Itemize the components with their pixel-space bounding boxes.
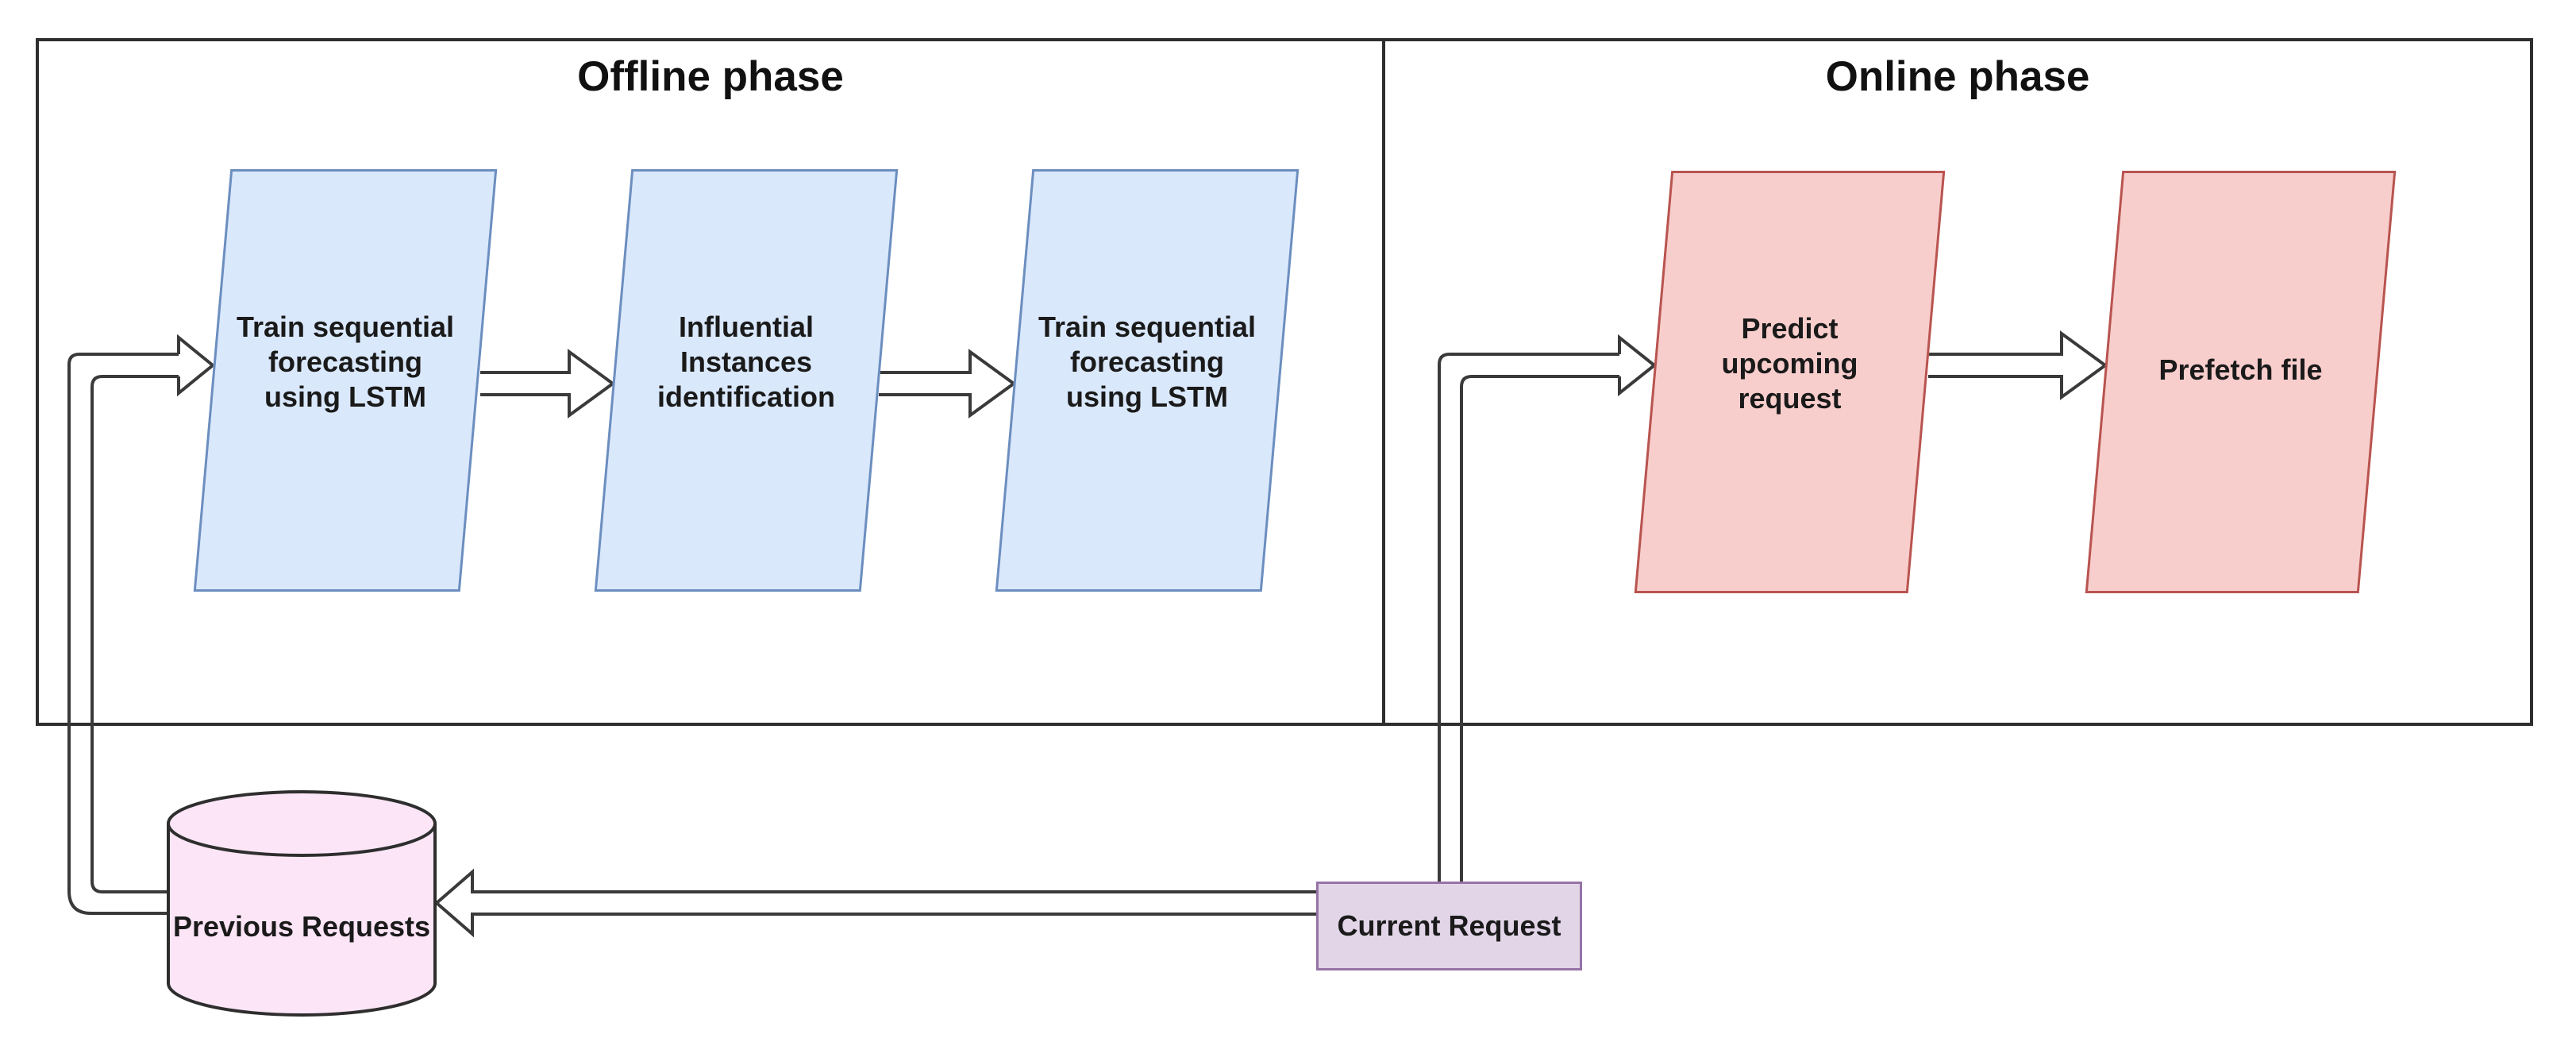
node-train-lstm-1-label: Train sequential forecasting using LSTM bbox=[236, 311, 455, 413]
offline-phase-container bbox=[36, 38, 1385, 726]
node-influential-instances-label: Influential Instances identification bbox=[657, 311, 835, 413]
online-phase-container bbox=[1382, 38, 2533, 726]
pipe-database-to-train1 bbox=[67, 334, 216, 915]
arrow-train1-to-influential bbox=[480, 349, 616, 419]
pipe-database-to-train1-arrowhead bbox=[177, 334, 216, 397]
node-train-lstm-2-label: Train sequential forecasting using LSTM bbox=[1038, 311, 1257, 413]
database-label: Previous Requests bbox=[172, 910, 431, 943]
offline-phase-title: Offline phase bbox=[577, 53, 844, 100]
arrow-influential-to-train2 bbox=[879, 349, 1017, 419]
current-request-box: Current Request bbox=[1316, 882, 1582, 970]
arrow-current-request-to-database bbox=[433, 868, 1316, 938]
node-prefetch-file-label: Prefetch file bbox=[2158, 353, 2323, 386]
current-request-label: Current Request bbox=[1337, 909, 1561, 942]
arrow-predict-to-prefetch bbox=[1928, 330, 2108, 400]
node-predict-upcoming-request-label: Predict upcoming request bbox=[1721, 312, 1858, 415]
pipe-current-request-to-predict-arrowhead bbox=[1618, 334, 1658, 397]
database-cylinder bbox=[167, 790, 437, 1017]
pipe-current-request-to-predict bbox=[1438, 334, 1658, 882]
online-phase-title: Online phase bbox=[1825, 53, 2090, 100]
